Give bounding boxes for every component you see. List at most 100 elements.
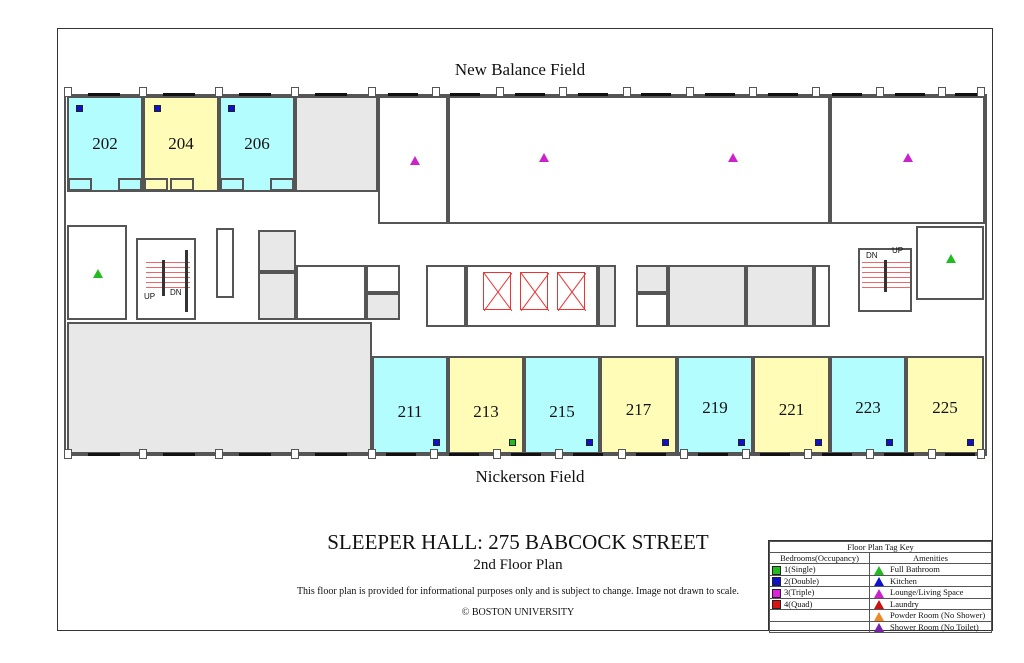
double-occupancy-icon — [76, 105, 83, 112]
service-room — [814, 265, 830, 327]
service-room — [366, 293, 400, 320]
lounge-icon — [903, 153, 913, 162]
single-occupancy-icon — [772, 565, 781, 575]
lounge-icon — [874, 588, 884, 598]
key-lounge: Lounge/Living Space — [869, 586, 992, 599]
stairs-up-label: UP — [892, 246, 904, 255]
double-occupancy-icon — [738, 439, 745, 446]
room-number: 213 — [473, 402, 499, 421]
stairwell-west[interactable]: UP DN — [136, 238, 196, 320]
room-211[interactable]: 211 — [372, 356, 448, 454]
key-triple: 3(Triple) — [769, 586, 870, 599]
stair-rail — [185, 250, 188, 312]
double-occupancy-icon — [815, 439, 822, 446]
service-room — [598, 265, 616, 327]
key-double: 2(Double) — [769, 574, 870, 588]
room-number: 211 — [397, 402, 423, 421]
lounge-room-2[interactable] — [448, 96, 830, 224]
room-225[interactable]: 225 — [906, 356, 984, 454]
service-room — [636, 293, 668, 327]
floor-plan-tag-key: Floor Plan Tag Key Bedrooms(Occupancy) A… — [768, 540, 993, 634]
floor-plan-frame — [57, 28, 993, 631]
key-title: Floor Plan Tag Key — [769, 541, 992, 553]
key-kitchen: Kitchen — [869, 574, 992, 588]
closet — [170, 178, 194, 191]
key-shower-room: Shower Room (No Toilet) — [869, 620, 992, 634]
closet — [68, 178, 92, 191]
north-field-label: New Balance Field — [454, 60, 586, 79]
room-202[interactable]: 202 — [67, 96, 143, 192]
stairs-up-label: UP — [144, 292, 156, 301]
room-219[interactable]: 219 — [677, 356, 753, 454]
room-number: 202 — [92, 134, 118, 153]
elevator-icon — [557, 272, 586, 311]
room-223[interactable]: 223 — [830, 356, 906, 454]
double-occupancy-icon — [433, 439, 440, 446]
room-number: 219 — [702, 398, 728, 417]
key-laundry: Laundry — [869, 597, 992, 611]
room-number: 217 — [625, 400, 652, 419]
double-occupancy-icon — [772, 577, 781, 587]
service-room — [258, 230, 296, 272]
common-area-southwest — [67, 322, 372, 454]
disclaimer-text: This floor plan is provided for informat… — [296, 586, 740, 597]
service-room — [668, 265, 746, 327]
room-213[interactable]: 213 — [448, 356, 524, 454]
service-room — [258, 272, 296, 320]
closet — [144, 178, 168, 191]
service-room — [746, 265, 814, 327]
room-number: 221 — [778, 400, 805, 419]
double-occupancy-icon — [228, 105, 235, 112]
kitchen-icon — [874, 577, 884, 587]
key-powder-room: Powder Room (No Shower) — [869, 609, 992, 622]
closet — [270, 178, 294, 191]
stair-rail — [162, 260, 165, 296]
room-number: 204 — [168, 134, 194, 153]
room-206[interactable]: 206 — [219, 96, 295, 192]
room-number: 223 — [855, 398, 881, 417]
page-subtitle: 2nd Floor Plan — [473, 557, 563, 573]
bedrooms-header: Bedrooms(Occupancy) — [769, 552, 870, 564]
room-number: 215 — [549, 402, 575, 421]
room-number: 225 — [932, 398, 958, 417]
full-bathroom-icon — [874, 565, 884, 575]
lounge-room-3[interactable] — [830, 96, 985, 224]
stairs-icon — [146, 262, 190, 290]
closet — [220, 178, 244, 191]
stairs-down-label: DN — [170, 288, 182, 297]
amenities-header: Amenities — [869, 552, 992, 564]
lounge-room-1[interactable] — [378, 96, 448, 224]
lounge-icon — [539, 153, 549, 162]
closet — [118, 178, 142, 191]
room-215[interactable]: 215 — [524, 356, 600, 454]
bathroom-west[interactable] — [67, 225, 127, 320]
key-full-bathroom: Full Bathroom — [869, 563, 992, 576]
storage-room-north — [295, 96, 378, 192]
shower-room-icon — [874, 623, 884, 633]
closet-column — [216, 228, 234, 298]
double-occupancy-icon — [662, 439, 669, 446]
south-field-label: Nickerson Field — [475, 467, 585, 486]
elevator-icon — [520, 272, 549, 311]
room-217[interactable]: 217 — [600, 356, 677, 454]
double-occupancy-icon — [886, 439, 893, 446]
lounge-icon — [728, 153, 738, 162]
lounge-icon — [410, 156, 420, 165]
room-204[interactable]: 204 — [143, 96, 219, 192]
full-bathroom-icon — [946, 254, 956, 263]
stair-rail — [884, 260, 887, 292]
elevator-icon — [483, 272, 512, 311]
laundry-icon — [874, 600, 884, 610]
powder-room-icon — [874, 611, 884, 621]
page-title: SLEEPER HALL: 275 BABCOCK STREET — [327, 530, 709, 554]
triple-occupancy-icon — [772, 588, 781, 598]
double-occupancy-icon — [967, 439, 974, 446]
double-occupancy-icon — [154, 105, 161, 112]
quad-occupancy-icon — [772, 600, 781, 610]
full-bathroom-icon — [93, 269, 103, 278]
service-room — [636, 265, 668, 293]
service-room — [366, 265, 400, 293]
bathroom-east[interactable] — [916, 226, 984, 300]
stairwell-east[interactable]: DN UP — [858, 246, 912, 312]
room-221[interactable]: 221 — [753, 356, 830, 454]
